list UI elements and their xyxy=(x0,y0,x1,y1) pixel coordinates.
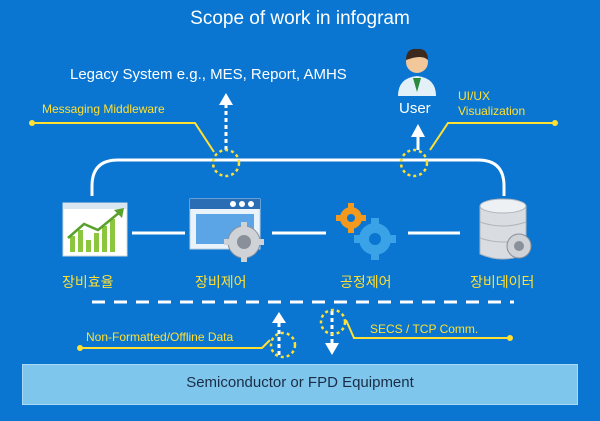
messaging-middleware-label: Messaging Middleware xyxy=(42,102,165,116)
arrow-up-offline xyxy=(272,312,286,355)
secs-junction-marker xyxy=(319,308,347,336)
arrow-up-legacy xyxy=(219,93,233,150)
middleware-junction-marker xyxy=(211,148,241,178)
secs-tcp-label: SECS / TCP Comm. xyxy=(370,322,479,336)
legacy-system-label: Legacy System e.g., MES, Report, AMHS xyxy=(70,66,347,83)
module-label-control: 장비제어 xyxy=(195,275,247,291)
arrow-up-user xyxy=(411,124,425,150)
user-label: User xyxy=(399,100,431,117)
offline-junction-marker xyxy=(269,331,297,359)
process-control-gears-icon xyxy=(336,203,396,260)
uiux-callout-line xyxy=(429,120,558,151)
secs-callout-line xyxy=(345,319,513,341)
module-label-data: 장비데이터 xyxy=(470,275,535,291)
user-icon xyxy=(398,48,436,96)
uiux-label-line2: Visualization xyxy=(458,104,526,118)
equipment-database-icon xyxy=(479,198,532,260)
arrow-down-secs xyxy=(325,311,339,355)
offline-callout-line xyxy=(77,339,271,351)
uiux-junction-marker xyxy=(399,148,429,178)
diagram-title: Scope of work in infogram xyxy=(190,8,410,29)
top-bus-line xyxy=(90,158,506,196)
module-label-efficiency: 장비효율 xyxy=(62,275,114,291)
equipment-control-icon xyxy=(189,198,264,262)
equipment-bar xyxy=(22,364,578,405)
messaging-callout-line xyxy=(29,120,215,153)
uiux-label-line1: UI/UX xyxy=(458,89,491,103)
module-label-process: 공정제어 xyxy=(340,275,392,291)
equipment-bar-label: Semiconductor or FPD Equipment xyxy=(186,374,414,391)
nonformatted-data-label: Non-Formatted/Offline Data xyxy=(86,330,234,344)
efficiency-chart-icon xyxy=(62,202,128,257)
